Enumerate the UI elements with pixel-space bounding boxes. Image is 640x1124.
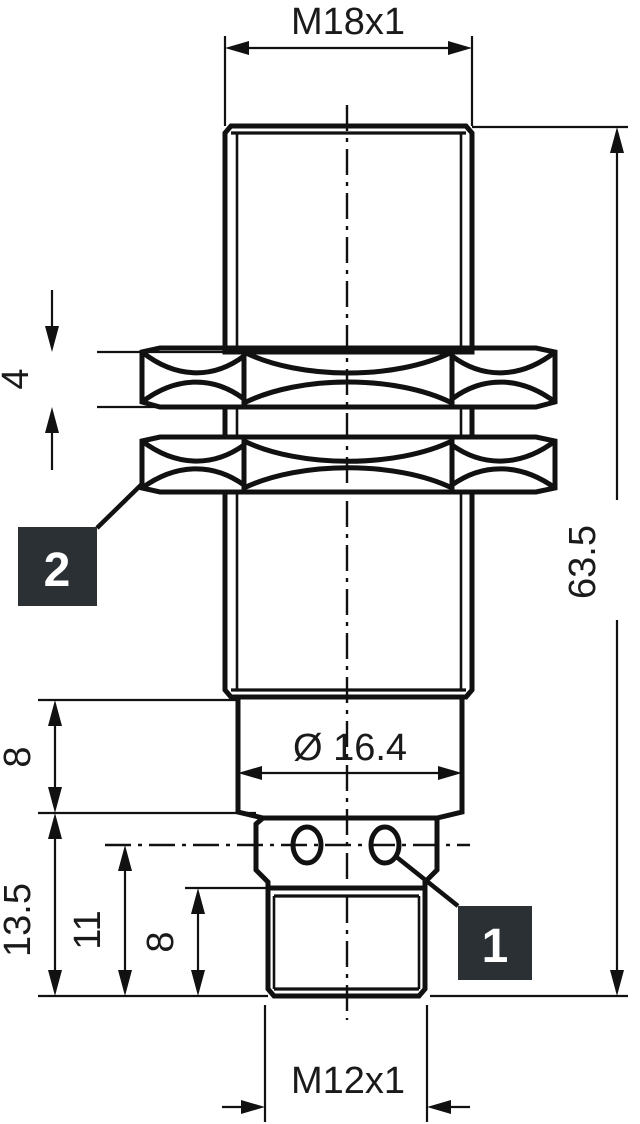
callout-1-badge[interactable]	[458, 906, 532, 980]
m18-barrel-lower	[222, 492, 475, 700]
dimension-connector-13-5: 13.5	[0, 813, 268, 998]
hex-nut-upper	[139, 345, 558, 410]
dimension-label-8-connector: 8	[140, 931, 182, 952]
callout-1-label: 1	[482, 920, 509, 973]
dimension-total-length: 63.5	[430, 125, 628, 998]
part-geometry	[105, 105, 558, 1020]
hex-nut-lower	[139, 434, 558, 495]
dimension-shoulder-8: 8	[0, 698, 256, 815]
dimension-connector-thread-8: 8	[140, 886, 268, 996]
dimension-label-m18x1: M18x1	[291, 1, 405, 43]
dimension-label-13-5: 13.5	[0, 883, 39, 957]
dimension-label-4: 4	[0, 368, 37, 389]
dimension-thread-bottom: M12x1	[222, 1005, 470, 1122]
m18-barrel-upper	[222, 123, 475, 355]
dimension-label-63-5: 63.5	[562, 525, 604, 599]
dimension-label-8-shoulder: 8	[0, 746, 39, 767]
callout-2[interactable]: 2	[18, 481, 145, 606]
dimension-connector-11: 11	[67, 845, 132, 996]
dimension-thread-top: M18x1	[223, 1, 474, 126]
dimension-barrel-diameter: Ø 16.4	[238, 727, 462, 780]
callout-2-badge[interactable]	[18, 527, 97, 606]
dimension-label-m12x1: M12x1	[291, 1060, 405, 1102]
dimension-label-diameter-16-4: Ø 16.4	[293, 727, 407, 769]
callout-1[interactable]: 1	[392, 853, 532, 980]
dimension-label-11: 11	[67, 910, 109, 949]
dimension-nut-thickness: 4	[0, 290, 225, 470]
m18-barrel-between-nuts	[222, 407, 475, 437]
callout-2-label: 2	[44, 544, 71, 597]
